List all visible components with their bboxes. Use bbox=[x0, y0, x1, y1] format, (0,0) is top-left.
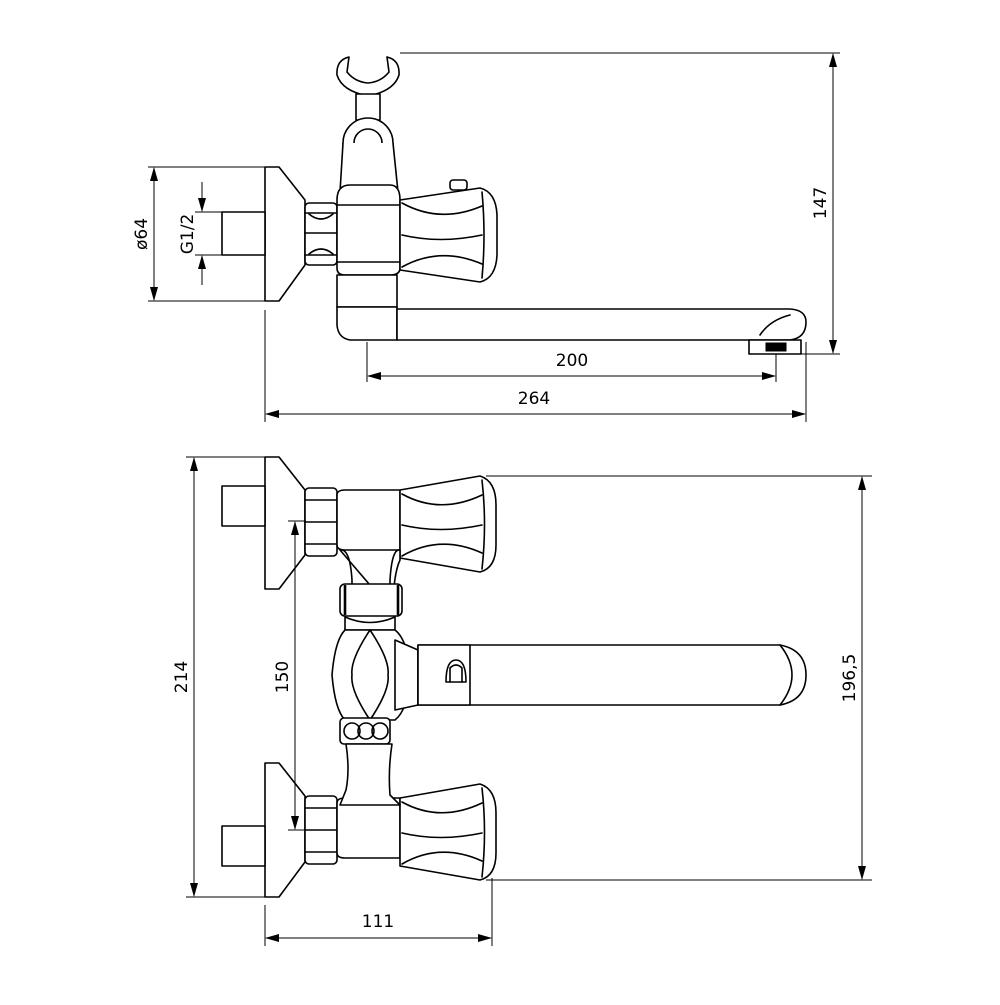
dim-overall-height: 214 bbox=[172, 661, 192, 693]
hex-nut bbox=[304, 202, 338, 266]
upper-handle bbox=[399, 475, 497, 573]
eccentric-pipe bbox=[221, 211, 266, 256]
dim-total-length: 264 bbox=[518, 389, 550, 409]
dim-depth: 111 bbox=[362, 912, 394, 932]
lower-ring-nut bbox=[339, 717, 391, 745]
wall-flange bbox=[264, 166, 306, 302]
dim-spout-reach: 200 bbox=[556, 351, 588, 371]
top-dimensions bbox=[148, 52, 840, 422]
valve-body bbox=[336, 184, 401, 341]
lower-hex-nut bbox=[304, 795, 338, 865]
dim-diameter-flange: ø64 bbox=[132, 218, 152, 250]
bottom-dimensions bbox=[186, 456, 872, 946]
dim-center-distance: 150 bbox=[273, 661, 293, 693]
front-view bbox=[221, 456, 807, 898]
front-spout bbox=[417, 644, 807, 706]
shower-holder bbox=[336, 56, 400, 193]
side-elevation-view bbox=[221, 56, 807, 355]
dim-height-total: 147 bbox=[811, 187, 831, 219]
spout bbox=[396, 308, 807, 341]
dim-vertical-span: 196,5 bbox=[840, 654, 860, 703]
handle bbox=[399, 179, 498, 283]
upper-hex-nut bbox=[304, 487, 338, 557]
lower-handle bbox=[399, 783, 497, 881]
dim-thread: G1/2 bbox=[178, 214, 198, 255]
upper-wall-flange bbox=[264, 456, 306, 590]
